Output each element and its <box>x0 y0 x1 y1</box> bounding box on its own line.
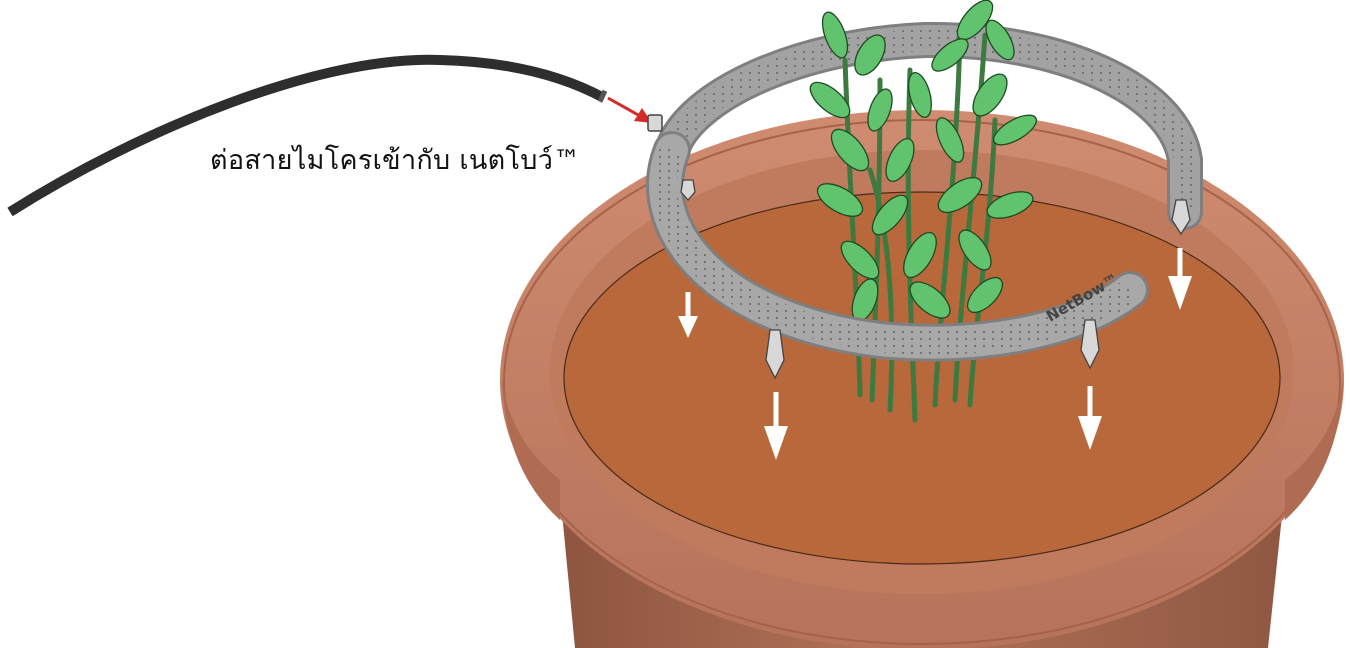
connection-arrow-icon <box>608 98 652 123</box>
micro-hose <box>10 60 602 212</box>
inlet-connector <box>648 115 662 131</box>
plant-pot <box>500 110 1344 648</box>
instruction-label: ต่อสายไมโครเข้ากับ เนตโบว์™ <box>210 138 581 181</box>
